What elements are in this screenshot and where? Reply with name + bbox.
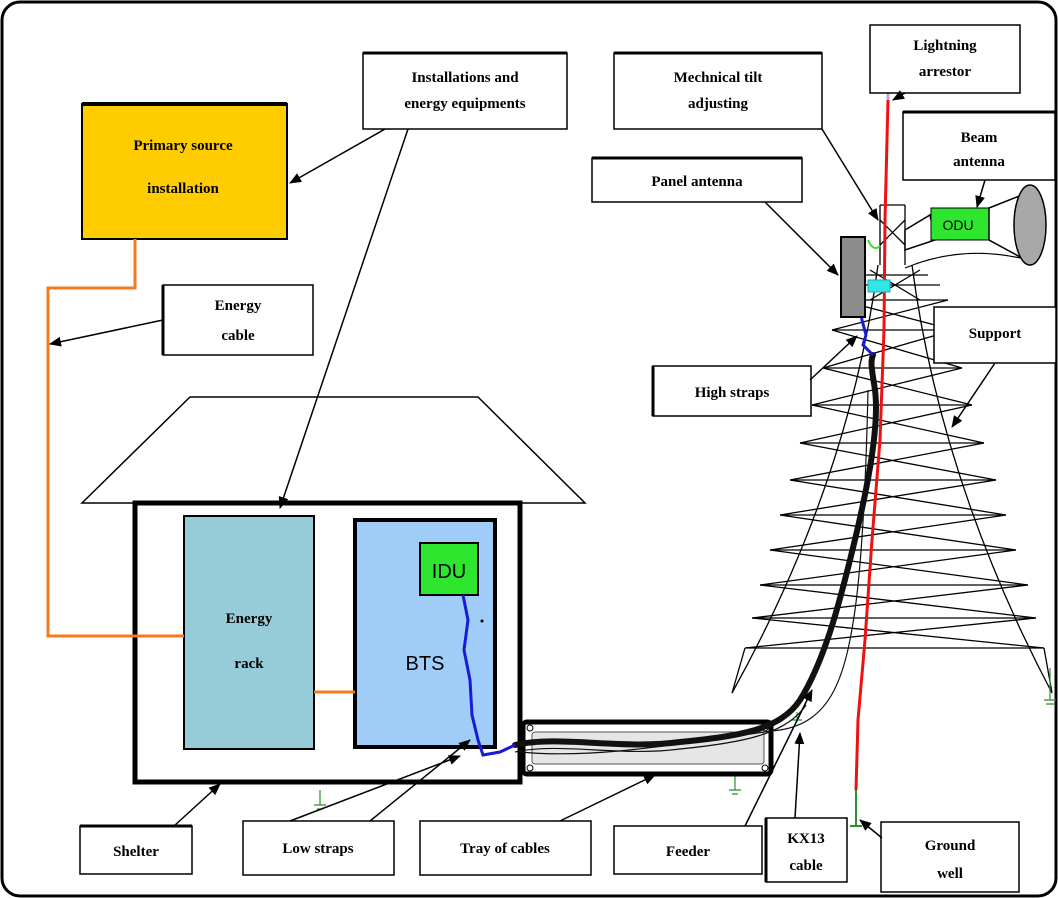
label-tray: Tray of cables (419, 820, 592, 876)
energy-rack-label-2: rack (234, 656, 264, 672)
energy-rack-label-1: Energy (226, 611, 273, 627)
kx13-cable-line (519, 389, 869, 755)
label-mech-tilt: Mechnical tilt adjusting (613, 51, 823, 130)
label-kx13: KX13 cable (764, 817, 848, 883)
svg-text:Mechnical tilt: Mechnical tilt (674, 70, 763, 86)
label-beam-antenna: Beam antenna (902, 110, 1056, 181)
support-tower (731, 204, 1053, 694)
odu-label: ODU (942, 217, 973, 233)
lightning-conductor (854, 99, 890, 791)
svg-text:Low straps: Low straps (282, 841, 353, 857)
primary-source-box (81, 103, 288, 240)
shelter-roof (80, 396, 587, 504)
svg-text:well: well (937, 866, 963, 882)
primary-source-label-2: installation (147, 181, 219, 197)
odu-unit (930, 207, 990, 241)
svg-text:Panel antenna: Panel antenna (651, 174, 743, 190)
svg-text:Energy: Energy (215, 298, 262, 314)
svg-text:Beam: Beam (961, 130, 998, 146)
svg-text:adjusting: adjusting (688, 96, 749, 112)
svg-text:energy equipments: energy equipments (404, 96, 525, 112)
energy-rack (183, 515, 315, 750)
label-energy-cable: Energy cable (161, 284, 314, 356)
svg-text:Tray of cables: Tray of cables (460, 841, 550, 857)
panel-antenna (840, 236, 866, 318)
label-feeder: Feeder (613, 825, 763, 875)
bts-label: BTS (406, 653, 445, 675)
svg-text:cable: cable (221, 328, 255, 344)
svg-text:antenna: antenna (953, 154, 1005, 170)
svg-text:High straps: High straps (695, 385, 770, 401)
label-high-straps: High straps (651, 365, 812, 417)
label-installations: Installations and energy equipments (362, 51, 568, 130)
beam-antenna-stay (904, 252, 1021, 269)
primary-source-label-1: Primary source (133, 138, 233, 154)
beam-antenna-dish (1013, 184, 1047, 266)
panel-bracket (867, 279, 891, 293)
idu-unit (419, 542, 479, 596)
svg-text:arrestor: arrestor (919, 64, 972, 80)
label-lightning: Lightning arrestor (869, 24, 1021, 94)
idu-label: IDU (432, 561, 466, 583)
svg-text:cable: cable (789, 858, 823, 874)
dot-mark (480, 619, 484, 623)
label-panel-antenna: Panel antenna (591, 156, 803, 203)
svg-text:Installations and: Installations and (411, 70, 519, 86)
label-support: Support (933, 306, 1057, 364)
svg-text:KX13: KX13 (787, 831, 825, 847)
low-straps-line (461, 594, 516, 757)
svg-text:Feeder: Feeder (666, 844, 710, 860)
svg-text:Ground: Ground (925, 838, 976, 854)
feeder-cable-outline (514, 704, 807, 753)
label-ground-well: Ground well (880, 821, 1020, 893)
feeder-cable (512, 352, 879, 748)
label-low-straps: Low straps (242, 820, 395, 876)
energy-cable-line (46, 239, 184, 638)
callout-arrows (49, 90, 996, 839)
svg-text:Support: Support (969, 326, 1022, 342)
svg-text:Lightning: Lightning (913, 38, 977, 54)
tilt-bracket (867, 239, 881, 249)
svg-text:Shelter: Shelter (113, 844, 159, 860)
label-shelter: Shelter (79, 824, 193, 875)
